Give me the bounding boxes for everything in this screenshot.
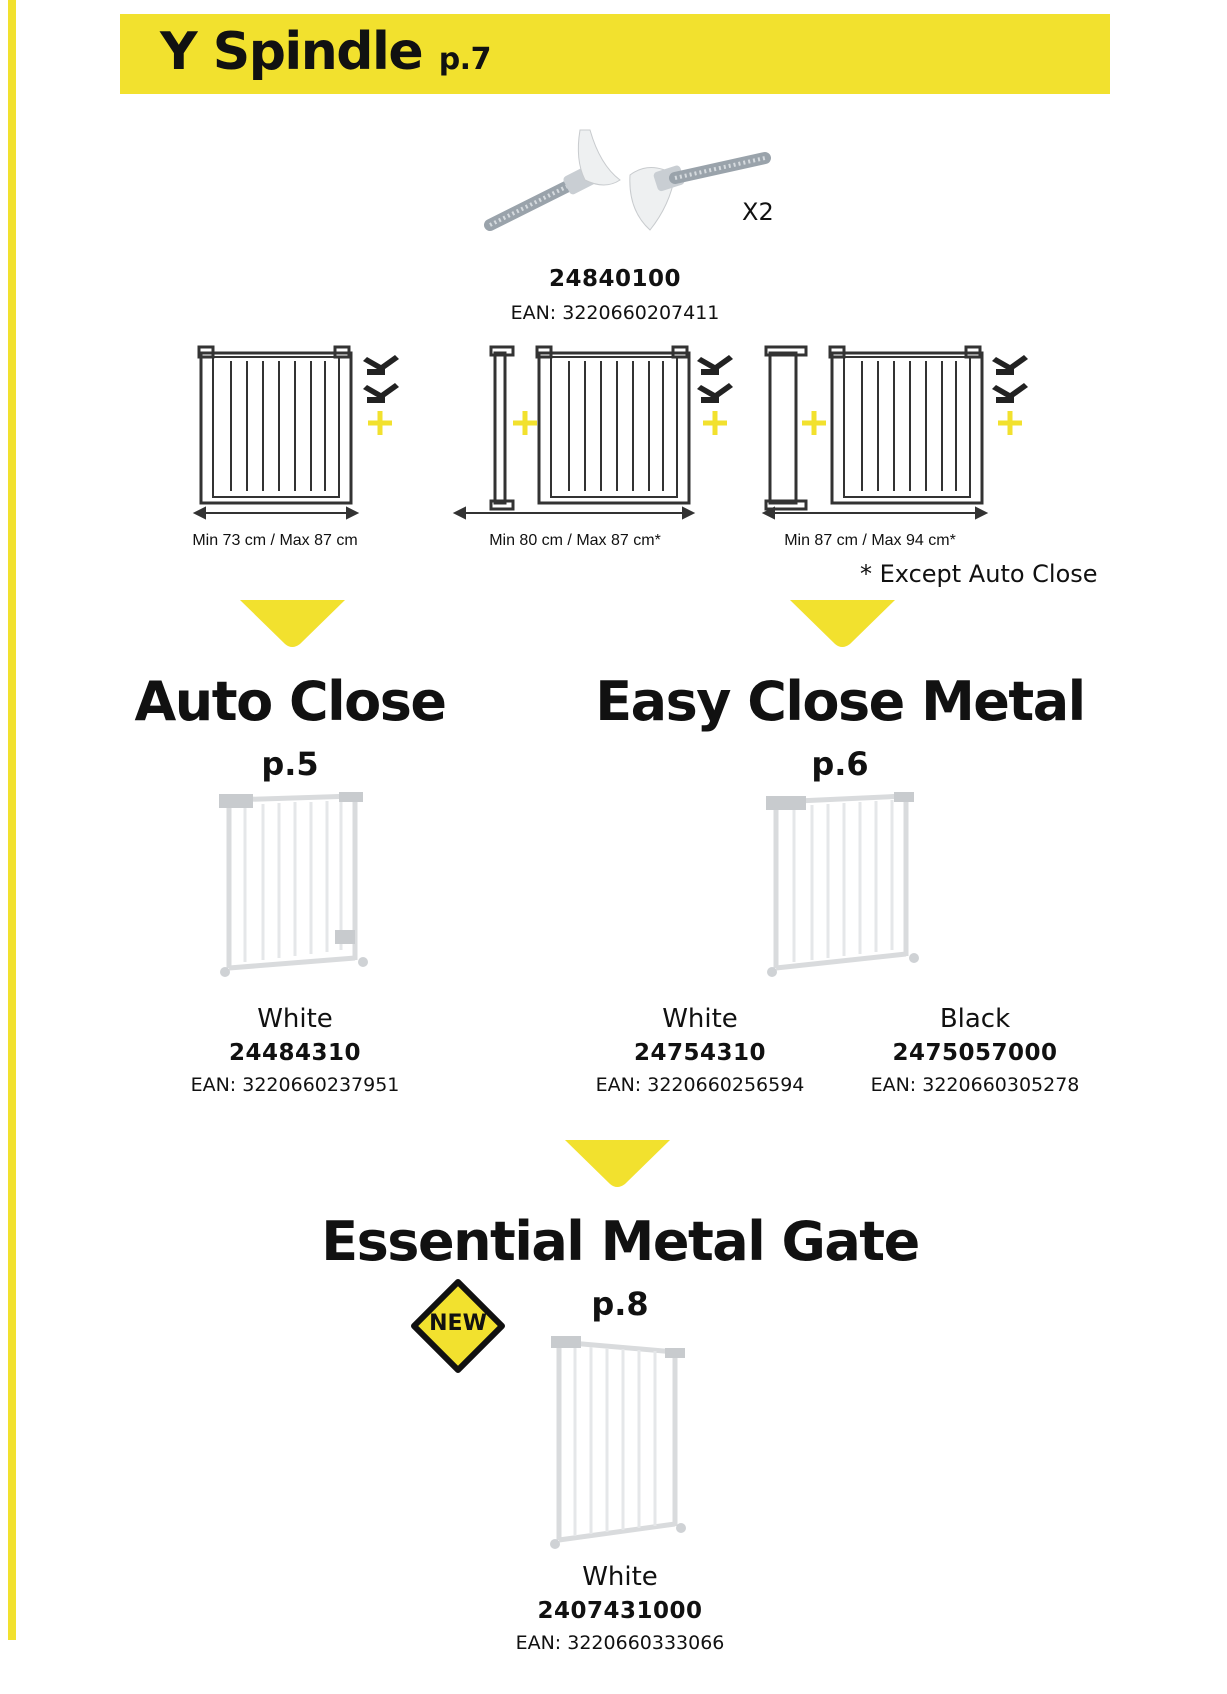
header-band [120, 14, 1110, 94]
new-badge: NEW [410, 1278, 506, 1374]
config-2-extension [489, 345, 515, 511]
easy-close-black-ean: EAN: 3220660305278 [870, 1074, 1080, 1096]
config-1-plus-icon [368, 411, 392, 435]
easy-close-black-code: 2475057000 [892, 1040, 1058, 1066]
arrow-down-icon [565, 1140, 670, 1187]
essential-title: Essential Metal Gate [321, 1210, 920, 1273]
auto-close-white-color: White [257, 1004, 333, 1034]
config-2-plus-left [513, 411, 537, 435]
new-badge-shape [411, 1279, 505, 1373]
easy-close-white-color: White [662, 1004, 738, 1034]
spindle-left [484, 129, 621, 231]
easy-close-title: Easy Close Metal [595, 670, 1086, 733]
auto-close-title: Auto Close [134, 670, 447, 733]
config-3-gate [828, 345, 984, 505]
footnote: * Except Auto Close [860, 560, 1098, 588]
easy-close-black-color: Black [939, 1004, 1011, 1034]
essential-white-color: White [582, 1562, 658, 1592]
page-title-text: Y Spindle [160, 22, 424, 82]
config-1-gate [197, 345, 353, 505]
config-2-diagram [452, 345, 733, 520]
config-1-width-arrow [192, 506, 360, 520]
config-3-extension [764, 345, 808, 511]
config-3-plus-right [998, 411, 1022, 435]
config-2-width-arrow [452, 506, 696, 520]
essential-page: p.8 [591, 1285, 649, 1323]
page-title: Y Spindle p.7 [160, 22, 491, 82]
y-spindle-image [484, 129, 771, 231]
config-1-diagram [192, 345, 399, 520]
config-2-gate [535, 345, 691, 505]
auto-close-gate-image [219, 792, 368, 977]
config-3-width-arrow [761, 506, 989, 520]
page-title-page-ref: p.7 [438, 42, 492, 77]
config-1-y-spindle-icons [363, 355, 399, 403]
arrow-down-icon [790, 600, 895, 647]
spindle-right [629, 152, 771, 231]
auto-close-white-code: 24484310 [228, 1040, 362, 1066]
new-badge-label: NEW [429, 1311, 487, 1336]
config-3-range: Min 87 cm / Max 94 cm* [784, 532, 956, 549]
spindle-ean: EAN: 3220660207411 [510, 302, 720, 324]
config-3-plus-left [802, 411, 826, 435]
config-2-y-spindle-icons [697, 355, 733, 403]
auto-close-white-ean: EAN: 3220660237951 [190, 1074, 400, 1096]
config-2-plus-right [703, 411, 727, 435]
auto-close-page: p.5 [261, 745, 319, 783]
config-3-diagram [761, 345, 1028, 520]
easy-close-gate-image [766, 792, 919, 977]
easy-close-page: p.6 [811, 745, 869, 783]
essential-white-ean: EAN: 3220660333066 [515, 1632, 725, 1654]
easy-close-white-code: 24754310 [633, 1040, 767, 1066]
essential-gate-image [550, 1336, 686, 1549]
spindle-quantity: X2 [742, 198, 774, 226]
essential-white-code: 2407431000 [537, 1598, 703, 1624]
config-2-range: Min 80 cm / Max 87 cm* [489, 532, 661, 549]
easy-close-white-ean: EAN: 3220660256594 [595, 1074, 805, 1096]
arrow-down-icon [240, 600, 345, 647]
side-accent-bar [8, 0, 16, 1640]
spindle-code: 24840100 [548, 266, 682, 292]
config-1-range: Min 73 cm / Max 87 cm [192, 532, 358, 549]
config-3-y-spindle-icons [992, 355, 1028, 403]
